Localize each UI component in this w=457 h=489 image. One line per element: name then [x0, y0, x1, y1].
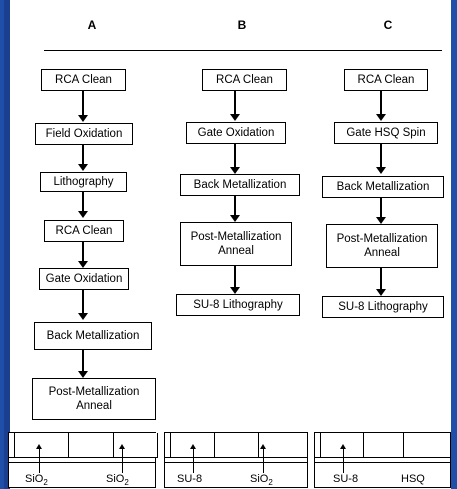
b-substrate-bottom	[165, 462, 307, 463]
a-step-back-metallization: Back Metallization	[34, 322, 152, 350]
b-step-su8-lithography: SU-8 Lithography	[176, 294, 300, 316]
c-step-post-metallization-anneal: Post-Metallization Anneal	[326, 224, 438, 268]
b-arrow-3	[230, 196, 240, 222]
a-arrow-3	[78, 192, 88, 218]
b-step-post-metallization-anneal: Post-Metallization Anneal	[180, 222, 292, 266]
c-arrow-1	[376, 91, 386, 121]
a-label-1: SiO2	[25, 473, 48, 488]
cross-section-a: SiO2 SiO2	[8, 432, 158, 488]
c-substrate-bottom	[315, 462, 450, 463]
a-step-post-metallization-anneal: Post-Metallization Anneal	[32, 378, 156, 420]
b-arrow-4	[230, 266, 240, 294]
c-step-back-metallization: Back Metallization	[322, 176, 444, 198]
c-arrow-4	[376, 268, 386, 296]
b-label-1: SU-8	[177, 473, 203, 485]
a-substrate-top	[9, 457, 155, 458]
cross-section-b: SU-8 SiO2	[164, 432, 308, 488]
b-step-gate-oxidation: Gate Oxidation	[186, 122, 286, 144]
c-arrow-2	[376, 144, 386, 174]
c-label-2: HSQ	[401, 473, 425, 485]
b-label-2: SiO2	[250, 473, 273, 488]
c-label-arrow-1	[340, 444, 346, 473]
a-substrate-bottom	[9, 462, 155, 463]
a-label-arrow-1	[36, 444, 42, 473]
a-step-lithography: Lithography	[40, 172, 127, 192]
column-c-header: C	[383, 18, 393, 32]
c-arrow-3	[376, 198, 386, 224]
a-arrow-6	[78, 350, 88, 378]
b-step-back-metallization: Back Metallization	[180, 174, 300, 196]
b-label-arrow-1	[190, 444, 196, 473]
a-arrow-1	[78, 91, 88, 122]
cross-section-c: SU-8 HSQ	[314, 432, 451, 488]
column-b-header: B	[237, 18, 247, 32]
column-a-header: A	[87, 18, 97, 32]
a-step-rca-clean-2: RCA Clean	[44, 220, 124, 242]
c-label-1: SU-8	[333, 473, 359, 485]
a-step-rca-clean-1: RCA Clean	[41, 69, 126, 91]
c-step-gate-hsq-spin: Gate HSQ Spin	[334, 122, 438, 144]
c-step-su8-lithography: SU-8 Lithography	[322, 296, 444, 318]
b-arrow-1	[230, 91, 240, 121]
b-step-rca-clean: RCA Clean	[202, 69, 287, 91]
b-label-arrow-2	[260, 444, 266, 473]
c-substrate-top	[315, 457, 450, 458]
a-step-field-oxidation: Field Oxidation	[35, 123, 133, 145]
a-arrow-2	[78, 145, 88, 171]
a-arrow-4	[78, 242, 88, 268]
b-substrate-top	[165, 457, 307, 458]
a-label-2: SiO2	[106, 473, 129, 488]
figure: A B C RCA Clean Field Oxidation Lithogra…	[4, 0, 451, 489]
left-border	[4, 0, 10, 489]
b-pad-right	[258, 433, 308, 458]
a-arrow-5	[78, 290, 88, 320]
a-label-arrow-2	[119, 444, 125, 473]
a-step-gate-oxidation: Gate Oxidation	[39, 268, 129, 290]
c-step-rca-clean: RCA Clean	[344, 69, 428, 91]
b-arrow-2	[230, 144, 240, 174]
header-rule	[44, 50, 442, 51]
c-pad-right	[403, 433, 451, 458]
